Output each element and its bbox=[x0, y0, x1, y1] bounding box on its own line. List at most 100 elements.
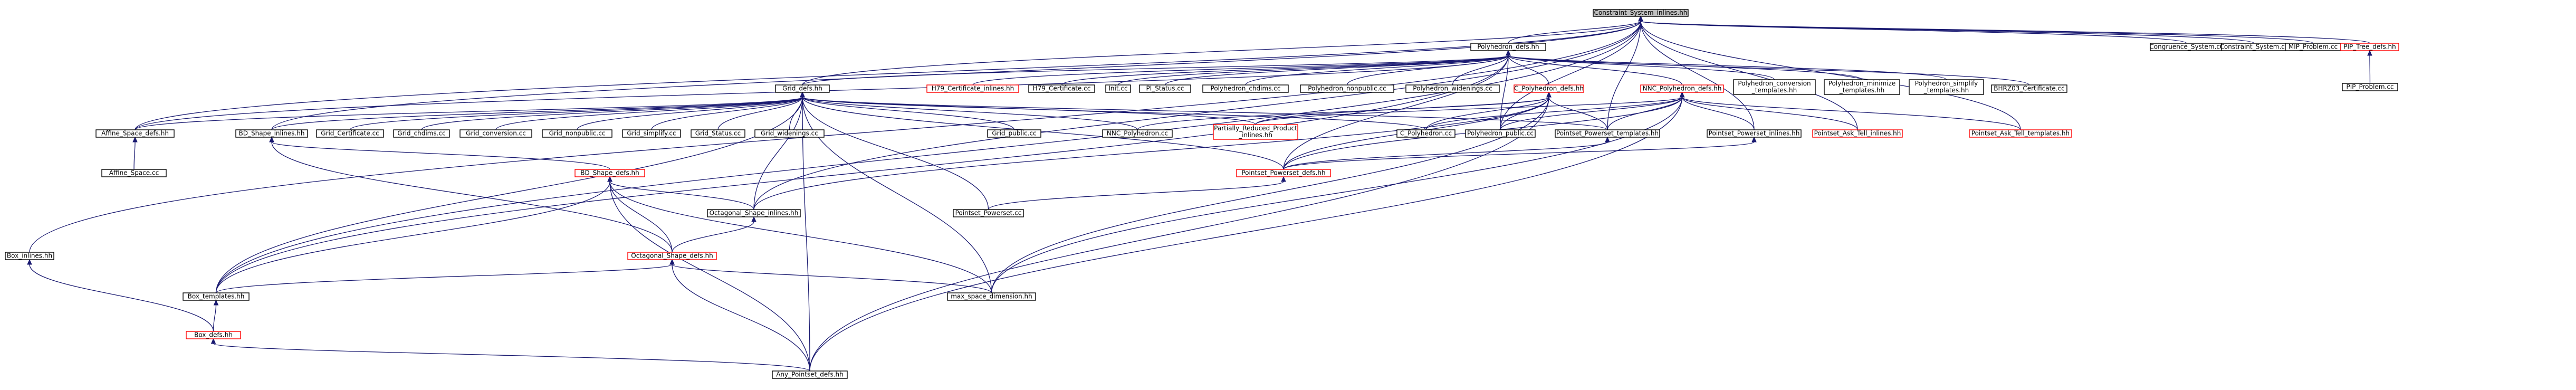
node-label: Grid_widenings.cc bbox=[761, 130, 818, 137]
node-root[interactable]: Constraint_System_inlines.hh bbox=[1593, 9, 1689, 17]
node-box-defs[interactable]: Box_defs.hh bbox=[186, 331, 241, 339]
node-grid-chdims[interactable]: Grid_chdims.cc bbox=[393, 129, 450, 138]
node-pip-tree[interactable]: PIP_Tree_defs.hh bbox=[2340, 43, 2399, 51]
edge-grid_defs-to-poly_defs bbox=[802, 50, 1511, 85]
node-affine-cc[interactable]: Affine_Space.cc bbox=[101, 169, 167, 177]
node-h79-inl[interactable]: H79_Certificate_inlines.hh bbox=[926, 84, 1019, 93]
node-cons-sys[interactable]: Constraint_System.cc bbox=[2220, 43, 2288, 51]
node-affine-defs[interactable]: Affine_Space_defs.hh bbox=[95, 129, 175, 138]
edge-line bbox=[1425, 97, 1549, 130]
edge-any_pointset-to-bd_defs bbox=[607, 176, 810, 372]
node-any-pointset[interactable]: Any_Pointset_defs.hh bbox=[772, 370, 848, 379]
node-oct-defs[interactable]: Octagonal_Shape_defs.hh bbox=[627, 252, 717, 260]
edge-line bbox=[1640, 21, 1755, 130]
node-c-poly-defs[interactable]: C_Polyhedron_defs.hh bbox=[1514, 84, 1584, 93]
node-pp-cc[interactable]: Pointset_Powerset.cc bbox=[953, 209, 1024, 217]
node-nnc-poly-cc[interactable]: NNC_Polyhedron.cc bbox=[1102, 129, 1173, 138]
node-label: BD_Shape_inlines.hh bbox=[239, 130, 305, 137]
node-cong-sys[interactable]: Congruence_System.cc bbox=[2149, 43, 2224, 51]
node-poly-defs[interactable]: Polyhedron_defs.hh bbox=[1470, 43, 1546, 51]
node-mip[interactable]: MIP_Problem.cc bbox=[2285, 43, 2341, 51]
node-grid-cert[interactable]: Grid_Certificate.cc bbox=[316, 129, 384, 138]
node-label: Affine_Space.cc bbox=[109, 169, 159, 177]
node-poly-min-tmpl[interactable]: Polyhedron_minimize_templates.hh bbox=[1824, 79, 1900, 95]
node-label: Polyhedron_simplify bbox=[1915, 80, 1978, 87]
node-c-poly-cc[interactable]: C_Polyhedron.cc bbox=[1396, 129, 1455, 138]
node-box bbox=[101, 169, 167, 177]
node-label: BHRZ03_Certificate.cc bbox=[1994, 85, 2064, 92]
node-bd-inl[interactable]: BD_Shape_inlines.hh bbox=[235, 129, 308, 138]
edge-nnc_poly_cc-to-c_poly_defs bbox=[1137, 91, 1552, 130]
edge-arrowhead bbox=[213, 299, 219, 306]
edge-line bbox=[802, 97, 810, 372]
node-nnc-poly-defs[interactable]: NNC_Polyhedron_defs.hh bbox=[1640, 84, 1724, 93]
node-pi-status[interactable]: PI_Status.cc bbox=[1139, 84, 1191, 93]
edge-any_pointset-to-c_poly_defs bbox=[809, 91, 1552, 372]
edge-line bbox=[651, 97, 803, 130]
node-box bbox=[1470, 43, 1546, 51]
edge-any_pointset-to-box_defs bbox=[210, 338, 810, 372]
node-box bbox=[1969, 129, 2072, 138]
node-pp-inl[interactable]: Pointset_Powerset_inlines.hh bbox=[1707, 129, 1802, 138]
node-box bbox=[186, 331, 241, 339]
edge-grid_nonpublic-to-grid_defs bbox=[577, 91, 805, 130]
node-box-inl[interactable]: Box_inlines.hh bbox=[5, 252, 54, 260]
node-pat-tmpl[interactable]: Pointset_Ask_Tell_templates.hh bbox=[1969, 129, 2072, 138]
edge-line bbox=[609, 181, 673, 253]
node-init-cc[interactable]: Init.cc bbox=[1105, 84, 1131, 93]
node-pat-inl[interactable]: Pointset_Ask_Tell_inlines.hh bbox=[1812, 129, 1903, 138]
node-max-space[interactable]: max_space_dimension.hh bbox=[947, 292, 1036, 301]
node-label: Grid_nonpublic.cc bbox=[549, 130, 606, 137]
node-bhrz03[interactable]: BHRZ03_Certificate.cc bbox=[1991, 84, 2067, 93]
edge-line bbox=[1425, 97, 1683, 130]
node-box bbox=[1028, 84, 1095, 93]
node-oct-inl[interactable]: Octagonal_Shape_inlines.hh bbox=[707, 209, 801, 217]
node-poly-nonpublic[interactable]: Polyhedron_nonpublic.cc bbox=[1300, 84, 1394, 93]
edge-line bbox=[1245, 55, 1509, 85]
node-label: _templates.hh bbox=[1751, 87, 1797, 94]
edge-line bbox=[1500, 21, 1641, 130]
edge-line bbox=[1283, 141, 1608, 170]
node-label: Polyhedron_widenings.cc bbox=[1413, 85, 1492, 92]
node-poly-widenings[interactable]: Polyhedron_widenings.cc bbox=[1405, 84, 1500, 93]
node-label: PIP_Tree_defs.hh bbox=[2343, 43, 2396, 51]
edge-line bbox=[1640, 21, 2370, 44]
edge-line bbox=[271, 21, 1641, 130]
node-poly-conv-tmpl[interactable]: Polyhedron_conversion_templates.hh bbox=[1733, 79, 1816, 95]
node-prp-inl[interactable]: Partially_Reduced_Product_inlines.hh bbox=[1213, 124, 1298, 140]
node-poly-chdims[interactable]: Polyhedron_chdims.cc bbox=[1202, 84, 1289, 93]
node-grid-nonpublic[interactable]: Grid_nonpublic.cc bbox=[542, 129, 612, 138]
node-box bbox=[1909, 79, 1984, 95]
node-label: Any_Pointset_defs.hh bbox=[776, 371, 844, 378]
node-grid-defs[interactable]: Grid_defs.hh bbox=[775, 84, 830, 93]
node-poly-public[interactable]: Polyhedron_public.cc bbox=[1465, 129, 1536, 138]
node-grid-conv[interactable]: Grid_conversion.cc bbox=[459, 129, 532, 138]
node-grid-status[interactable]: Grid_Status.cc bbox=[691, 129, 745, 138]
edge-pp_defs-to-pp_tmpl bbox=[1283, 136, 1610, 170]
node-h79-cc[interactable]: H79_Certificate.cc bbox=[1028, 84, 1095, 93]
node-label: H79_Certificate_inlines.hh bbox=[932, 85, 1014, 92]
edge-affine_cc-to-affine_defs bbox=[132, 136, 138, 170]
edge-line bbox=[271, 141, 610, 170]
node-label: _templates.hh bbox=[1839, 87, 1884, 94]
edge-line bbox=[991, 97, 1683, 293]
node-label: Congruence_System.cc bbox=[2149, 43, 2223, 51]
node-grid-public[interactable]: Grid_public.cc bbox=[987, 129, 1041, 138]
edge-box_tmpl-to-grid_defs bbox=[215, 91, 805, 293]
node-pip-problem[interactable]: PIP_Problem.cc bbox=[2342, 83, 2398, 91]
node-grid-widenings[interactable]: Grid_widenings.cc bbox=[754, 129, 825, 138]
edge-poly_conv_tmpl-to-poly_defs bbox=[1506, 50, 1775, 80]
node-pp-tmpl[interactable]: Pointset_Powerset_templates.hh bbox=[1555, 129, 1660, 138]
edge-line bbox=[577, 97, 803, 130]
node-poly-simp-tmpl[interactable]: Polyhedron_simplify_templates.hh bbox=[1909, 79, 1984, 95]
node-box bbox=[2342, 83, 2398, 91]
node-grid-simplify[interactable]: Grid_simplify.cc bbox=[622, 129, 681, 138]
edge-box_tmpl-to-oct_defs bbox=[215, 259, 675, 293]
node-bd-defs[interactable]: BD_Shape_defs.hh bbox=[574, 169, 645, 177]
edge-line bbox=[1508, 55, 1549, 85]
edge-line bbox=[809, 97, 1683, 372]
node-pp-defs[interactable]: Pointset_Powerset_defs.hh bbox=[1236, 169, 1331, 177]
edge-arrowhead bbox=[269, 136, 274, 142]
node-box-tmpl[interactable]: Box_templates.hh bbox=[183, 292, 250, 301]
edge-line bbox=[672, 264, 992, 293]
